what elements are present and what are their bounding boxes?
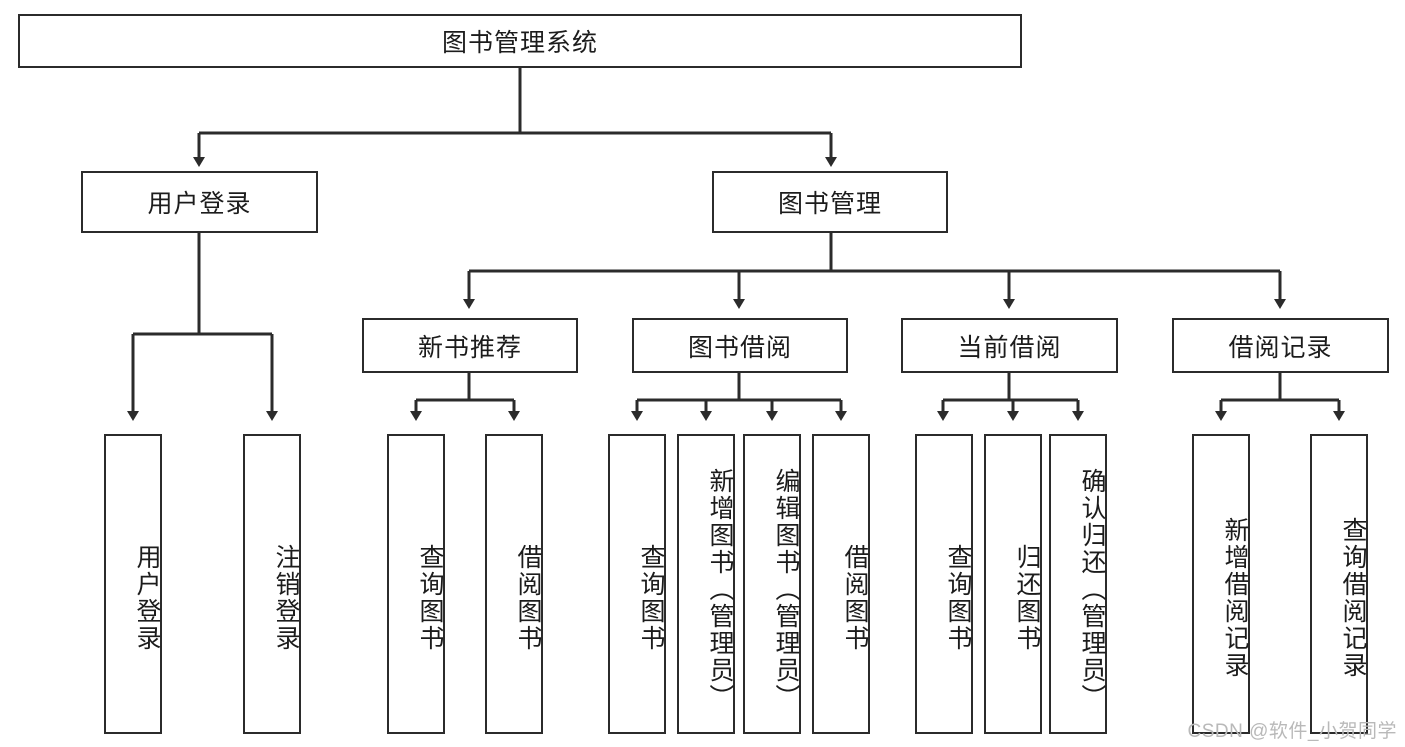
node-borrow-record-label: 借阅记录 xyxy=(1228,333,1333,362)
leaf-query-borrow-record[interactable]: 查询借阅记录 xyxy=(1310,434,1368,734)
leaf-add-borrow-record[interactable]: 新增借阅记录 xyxy=(1192,434,1250,734)
node-root-label: 图书管理系统 xyxy=(441,29,598,57)
leaf-query-borrow-record-label: 查询借阅记录 xyxy=(1339,517,1367,679)
node-root[interactable]: 图书管理系统 xyxy=(18,14,1022,68)
leaf-add-borrow-record-label: 新增借阅记录 xyxy=(1221,517,1249,679)
leaf-borrow-book-recommend-label: 借阅图书 xyxy=(514,544,542,652)
leaf-user-login-label: 用户登录 xyxy=(133,544,161,652)
node-user-login[interactable]: 用户登录 xyxy=(81,171,318,233)
leaf-confirm-return-admin[interactable]: 确认归还（管理员） xyxy=(1049,434,1107,734)
leaf-logout-label: 注销登录 xyxy=(272,544,300,652)
leaf-query-book-current[interactable]: 查询图书 xyxy=(915,434,973,734)
node-user-login-label: 用户登录 xyxy=(147,190,252,218)
node-new-book-recommend-label: 新书推荐 xyxy=(417,333,522,362)
node-book-borrow-label: 图书借阅 xyxy=(687,333,792,362)
leaf-user-login[interactable]: 用户登录 xyxy=(104,434,162,734)
leaf-query-book-recommend[interactable]: 查询图书 xyxy=(387,434,445,734)
leaf-return-book-label: 归还图书 xyxy=(1013,544,1041,652)
csdn-watermark: CSDN @软件_小贺同学 xyxy=(1187,721,1397,742)
node-book-management-label: 图书管理 xyxy=(777,190,882,218)
leaf-query-book-borrow-label: 查询图书 xyxy=(637,544,665,652)
leaf-query-book-borrow[interactable]: 查询图书 xyxy=(608,434,666,734)
node-book-borrow[interactable]: 图书借阅 xyxy=(632,318,848,373)
leaf-edit-book-admin-label: 编辑图书（管理员） xyxy=(772,467,800,711)
leaf-confirm-return-admin-label: 确认归还（管理员） xyxy=(1078,467,1106,711)
node-new-book-recommend[interactable]: 新书推荐 xyxy=(362,318,578,373)
node-borrow-record[interactable]: 借阅记录 xyxy=(1172,318,1389,373)
leaf-query-book-current-label: 查询图书 xyxy=(944,544,972,652)
leaf-edit-book-admin[interactable]: 编辑图书（管理员） xyxy=(743,434,801,734)
node-current-borrow[interactable]: 当前借阅 xyxy=(901,318,1118,373)
leaf-add-book-admin[interactable]: 新增图书（管理员） xyxy=(677,434,735,734)
node-book-management[interactable]: 图书管理 xyxy=(712,171,948,233)
leaf-borrow-book-label: 借阅图书 xyxy=(841,544,869,652)
leaf-query-book-recommend-label: 查询图书 xyxy=(416,544,444,652)
leaf-logout[interactable]: 注销登录 xyxy=(243,434,301,734)
leaf-return-book[interactable]: 归还图书 xyxy=(984,434,1042,734)
leaf-borrow-book[interactable]: 借阅图书 xyxy=(812,434,870,734)
node-current-borrow-label: 当前借阅 xyxy=(957,333,1062,362)
leaf-borrow-book-recommend[interactable]: 借阅图书 xyxy=(485,434,543,734)
leaf-add-book-admin-label: 新增图书（管理员） xyxy=(706,467,734,711)
